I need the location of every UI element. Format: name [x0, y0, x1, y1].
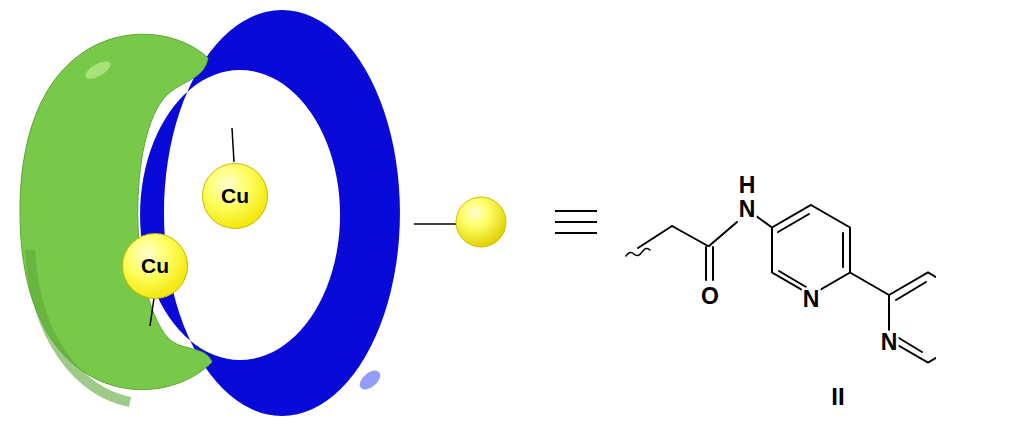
atom-label: N — [802, 288, 821, 311]
copper-ball: Cu — [202, 163, 268, 229]
atom-label: H — [738, 174, 757, 197]
metal-label: Cu — [141, 254, 169, 278]
tether-line — [414, 223, 456, 225]
tether-line — [232, 128, 234, 162]
tether-line — [150, 298, 154, 326]
atom-label: O — [700, 285, 720, 308]
structure-bonds — [626, 205, 967, 363]
atom-label: N — [880, 331, 899, 354]
highlight — [356, 367, 383, 393]
metal-label: Cu — [221, 184, 249, 208]
equivalence-sign — [555, 211, 597, 233]
ball-symbol — [456, 197, 506, 247]
shade — [30, 250, 130, 402]
highlight — [83, 58, 113, 82]
compound-number: II — [830, 385, 845, 409]
atom-label: N — [738, 198, 757, 221]
copper-ball: Cu — [122, 233, 188, 299]
